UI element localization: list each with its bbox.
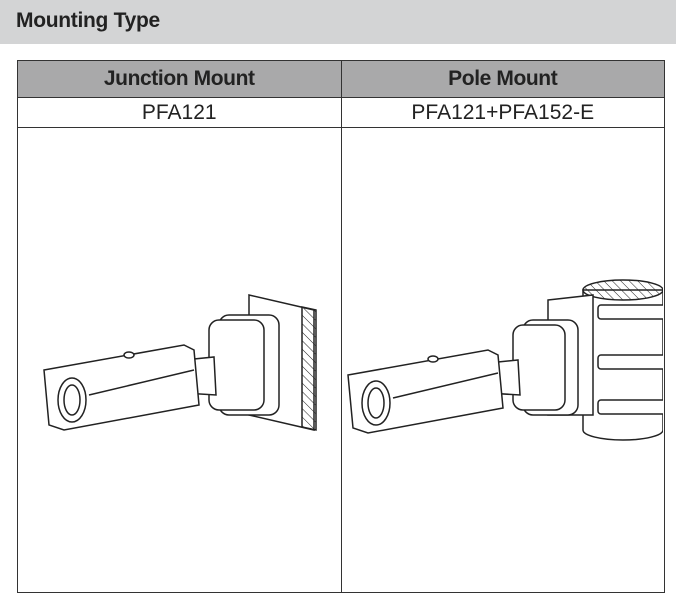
- section-header: Mounting Type: [0, 0, 676, 44]
- mounting-type-table: Junction Mount Pole Mount PFA121 PFA121+…: [17, 60, 665, 593]
- pole-mount-illustration: [340, 127, 665, 593]
- header-junction-mount: Junction Mount: [17, 60, 342, 98]
- junction-mount-illustration: [17, 127, 342, 593]
- model-junction: PFA121: [17, 97, 342, 128]
- table-header-row: Junction Mount Pole Mount: [17, 60, 665, 98]
- header-pole-mount: Pole Mount: [340, 60, 665, 98]
- table-row: PFA121 PFA121+PFA152-E: [17, 97, 665, 128]
- table-row: [17, 127, 665, 593]
- section-title: Mounting Type: [16, 9, 160, 32]
- model-pole: PFA121+PFA152-E: [340, 97, 665, 128]
